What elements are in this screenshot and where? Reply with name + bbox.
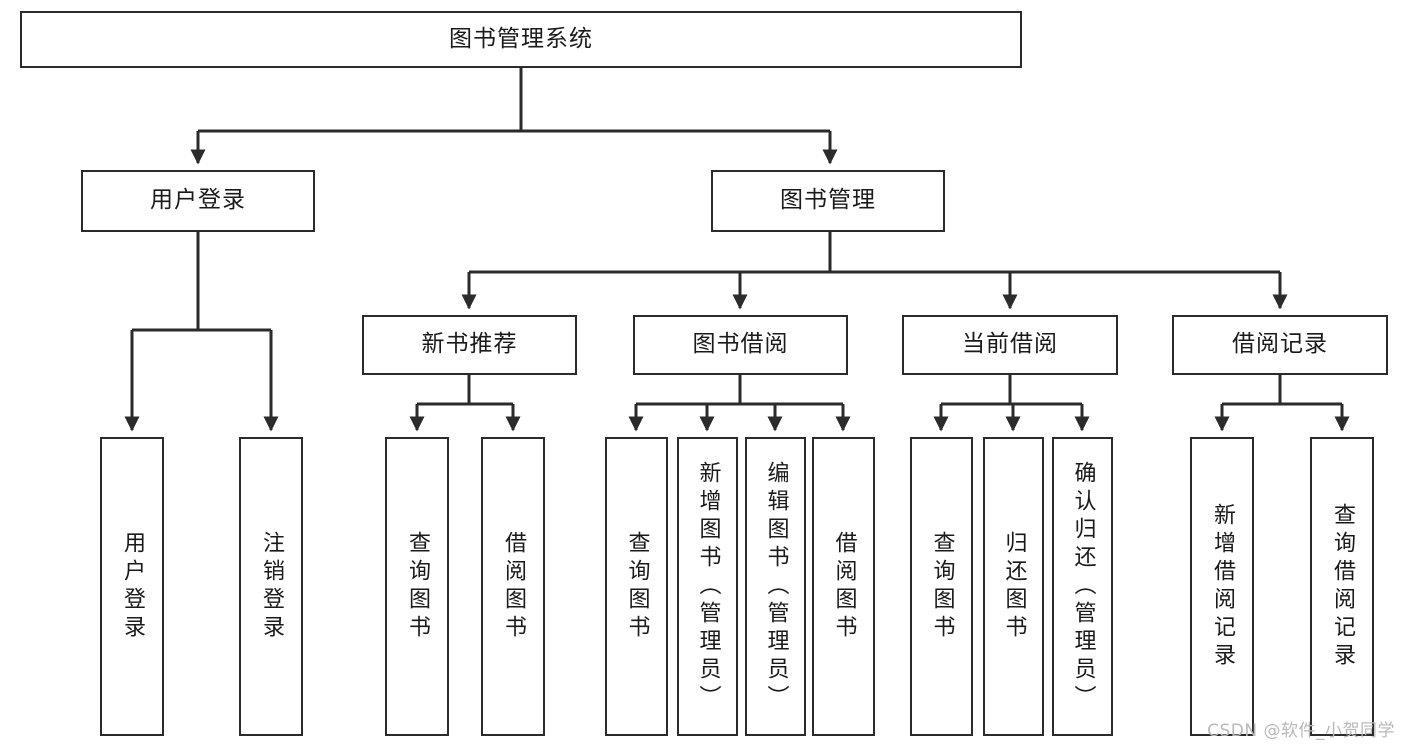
leaf-query-book-newbook[interactable]: 查询图书 bbox=[385, 437, 449, 736]
node-label: 图书管理系统 bbox=[449, 25, 593, 52]
node-label: 查询图书 bbox=[624, 530, 650, 643]
node-book-borrow[interactable]: 图书借阅 bbox=[633, 315, 848, 375]
node-label: 借阅图书 bbox=[501, 530, 526, 643]
node-label: 图书借阅 bbox=[692, 331, 789, 358]
leaf-add-borrow-record[interactable]: 新增借阅记录 bbox=[1190, 437, 1254, 736]
node-label: 借阅记录 bbox=[1232, 331, 1328, 358]
node-current-borrow[interactable]: 当前借阅 bbox=[902, 315, 1118, 375]
leaf-borrow-book-newbook[interactable]: 借阅图书 bbox=[481, 437, 545, 736]
leaf-query-book-current[interactable]: 查询图书 bbox=[910, 437, 973, 736]
leaf-confirm-return-admin[interactable]: 确认归还（管理员） bbox=[1052, 437, 1113, 736]
node-root-system[interactable]: 图书管理系统 bbox=[20, 11, 1022, 68]
node-label: 图书管理 bbox=[780, 187, 876, 214]
node-book-management[interactable]: 图书管理 bbox=[711, 170, 945, 232]
node-label: 用户登录 bbox=[120, 530, 145, 643]
node-label: 查询图书 bbox=[405, 530, 430, 643]
node-label: 用户登录 bbox=[150, 187, 246, 214]
node-label: 新增图书（管理员） bbox=[695, 460, 721, 713]
node-label: 编辑图书（管理员） bbox=[763, 460, 789, 713]
node-label: 注销登录 bbox=[259, 530, 284, 643]
leaf-query-borrow-record[interactable]: 查询借阅记录 bbox=[1310, 437, 1374, 736]
leaf-add-book-admin[interactable]: 新增图书（管理员） bbox=[677, 437, 738, 736]
leaf-edit-book-admin[interactable]: 编辑图书（管理员） bbox=[745, 437, 806, 736]
node-label: 新增借阅记录 bbox=[1210, 502, 1235, 671]
leaf-return-book[interactable]: 归还图书 bbox=[983, 437, 1044, 736]
node-label: 当前借阅 bbox=[962, 331, 1058, 358]
node-new-book-recommend[interactable]: 新书推荐 bbox=[362, 315, 577, 375]
leaf-query-book-borrow[interactable]: 查询图书 bbox=[605, 437, 668, 736]
node-label: 查询图书 bbox=[929, 530, 955, 643]
node-user-login[interactable]: 用户登录 bbox=[81, 170, 315, 232]
leaf-user-login[interactable]: 用户登录 bbox=[100, 437, 164, 736]
node-borrow-record[interactable]: 借阅记录 bbox=[1172, 315, 1388, 375]
node-label: 查询借阅记录 bbox=[1330, 502, 1355, 671]
node-label: 归还图书 bbox=[1001, 530, 1027, 643]
node-label: 新书推荐 bbox=[421, 331, 518, 358]
node-label: 确认归还（管理员） bbox=[1070, 460, 1096, 713]
leaf-borrow-book[interactable]: 借阅图书 bbox=[812, 437, 875, 736]
node-label: 借阅图书 bbox=[831, 530, 857, 643]
leaf-logout[interactable]: 注销登录 bbox=[239, 437, 303, 736]
